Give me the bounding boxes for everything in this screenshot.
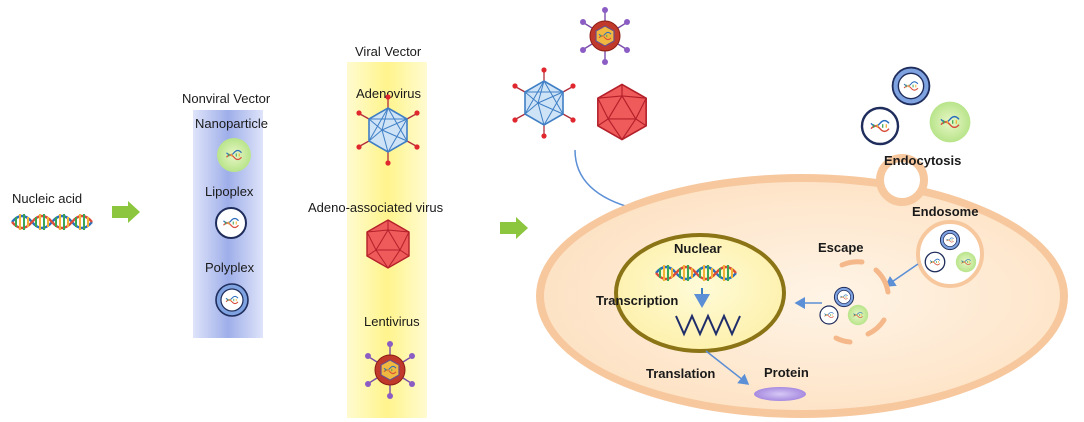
translation-arrow-icon: [705, 350, 750, 385]
broken-endosome: [833, 259, 891, 345]
adenovirus-icon: [511, 66, 577, 140]
protein-icon: [754, 387, 806, 401]
lipoplex-icon: [862, 108, 898, 144]
endocytosis-vesicle: [876, 154, 928, 206]
lipoplex-label: Lipoplex: [205, 184, 254, 199]
adenovirus-label: Adenovirus: [356, 86, 422, 101]
lipoplex-icon: [925, 252, 945, 272]
polyplex-icon: [940, 230, 959, 249]
nuclear-label: Nuclear: [674, 241, 722, 256]
nucleic-acid-label: Nucleic acid: [12, 191, 82, 206]
nanoparticle-icon: [848, 305, 868, 325]
escape-arrow-icon: [884, 263, 919, 287]
nanoparticle-icon: [930, 102, 971, 143]
green-arrow-icon: [500, 217, 528, 239]
lipoplex-icon: [820, 306, 838, 324]
polyplex-icon: [216, 284, 248, 316]
protein-label: Protein: [764, 365, 809, 380]
nucleus: [614, 233, 786, 353]
viral-vector-label: Viral Vector: [355, 44, 422, 59]
polyplex-icon: [834, 287, 853, 306]
lipoplex-icon: [216, 208, 246, 238]
green-arrow-icon: [112, 201, 140, 223]
translation-label: Translation: [646, 366, 715, 381]
aav-icon: [597, 83, 647, 141]
nonviral-vector-label: Nonviral Vector: [182, 91, 271, 106]
lentivirus-label: Lentivirus: [364, 314, 420, 329]
polyplex-label: Polyplex: [205, 260, 255, 275]
aav-label: Adeno-associated virus: [308, 200, 444, 215]
nanoparticle-icon: [217, 138, 251, 172]
transcription-label: Transcription: [596, 293, 678, 308]
nanoparticle-icon: [956, 252, 976, 272]
nanoparticle-label: Nanoparticle: [195, 116, 268, 131]
nucleic-acid-dna-icon: [10, 212, 94, 232]
endocytosis-label: Endocytosis: [884, 153, 961, 168]
endosome-label: Endosome: [912, 204, 978, 219]
escape-label: Escape: [818, 240, 864, 255]
lentivirus-icon: [580, 7, 630, 65]
polyplex-icon: [893, 68, 930, 105]
mrna-icon: [675, 313, 741, 337]
